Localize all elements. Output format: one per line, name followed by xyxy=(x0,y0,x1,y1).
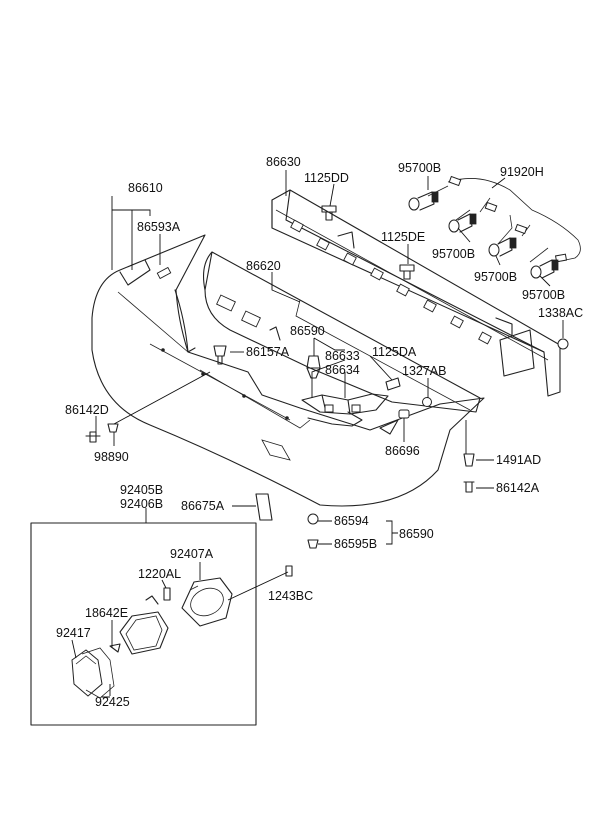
sensor-c xyxy=(488,237,517,257)
label-1338AC: 1338AC xyxy=(538,306,583,320)
label-95700B-c: 95700B xyxy=(474,270,517,284)
energy-absorber xyxy=(203,251,481,413)
label-86142A: 86142A xyxy=(496,481,540,495)
label-1243BC: 1243BC xyxy=(268,589,313,603)
sensor-b xyxy=(448,213,477,233)
parking-sensor-harness xyxy=(408,175,581,279)
label-91920H: 91920H xyxy=(500,165,544,179)
label-86157A: 86157A xyxy=(246,345,290,359)
label-86696: 86696 xyxy=(385,444,420,458)
label-86590-a: 86590 xyxy=(290,324,325,338)
label-86620: 86620 xyxy=(246,259,281,273)
label-1220AL: 1220AL xyxy=(138,567,181,581)
label-92405B: 92405B xyxy=(120,483,163,497)
sensor-a xyxy=(408,191,439,211)
label-1125DD: 1125DD xyxy=(304,171,349,185)
label-92406B: 92406B xyxy=(120,497,163,511)
label-86593A: 86593A xyxy=(137,220,181,234)
fog-lamp-lens xyxy=(71,649,103,697)
label-92417: 92417 xyxy=(56,626,91,640)
label-86142D: 86142D xyxy=(65,403,109,417)
label-1125DA: 1125DA xyxy=(372,345,417,359)
fog-lamp-assembly-box xyxy=(30,522,293,726)
sensor-d xyxy=(530,259,559,279)
label-1125DE: 1125DE xyxy=(381,230,425,244)
fog-lamp-housing xyxy=(181,577,233,627)
label-1327AB: 1327AB xyxy=(402,364,446,378)
label-86634: 86634 xyxy=(325,363,360,377)
part-labels: 86630 1125DD 95700B 91920H 86610 86593A … xyxy=(56,155,583,709)
fog-lamp-reflector xyxy=(119,611,169,655)
label-86595B: 86595B xyxy=(334,537,377,551)
label-98890: 98890 xyxy=(94,450,129,464)
label-86675A: 86675A xyxy=(181,499,225,513)
label-95700B-d: 95700B xyxy=(522,288,565,302)
label-86633: 86633 xyxy=(325,349,360,363)
fasteners xyxy=(85,205,569,549)
label-86630: 86630 xyxy=(266,155,301,169)
label-1491AD: 1491AD xyxy=(496,453,541,467)
label-86594: 86594 xyxy=(334,514,369,528)
label-18642E: 18642E xyxy=(85,606,128,620)
bumper-side-bracket xyxy=(301,393,389,427)
label-86590-b: 86590 xyxy=(399,527,434,541)
bumper-reinforcement-beam xyxy=(271,189,561,397)
leader-lines xyxy=(71,170,564,659)
bumper-cover xyxy=(91,234,485,507)
label-95700B-a: 95700B xyxy=(398,161,441,175)
label-95700B-b: 95700B xyxy=(432,247,475,261)
label-92407A: 92407A xyxy=(170,547,214,561)
label-86610: 86610 xyxy=(128,181,163,195)
label-92425: 92425 xyxy=(95,695,130,709)
